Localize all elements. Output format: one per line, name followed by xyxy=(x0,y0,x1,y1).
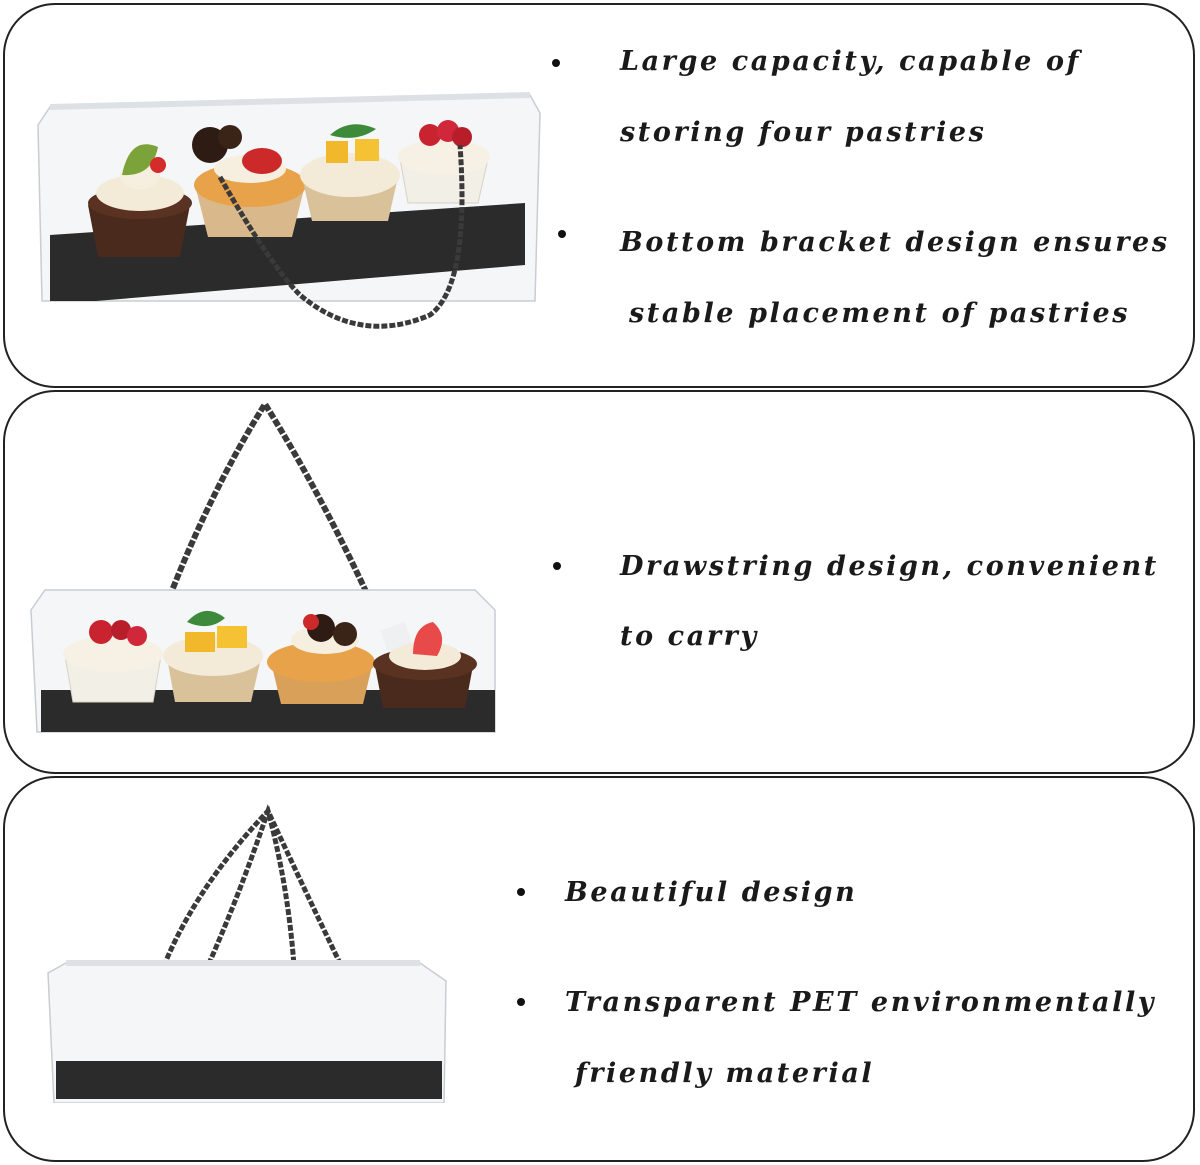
bullet-dot-icon xyxy=(558,230,566,238)
feature-text-line: stable placement of pastries xyxy=(629,298,1131,329)
empty-clear-box-with-handles-icon xyxy=(47,804,447,1103)
bullet-dot-icon xyxy=(552,59,560,67)
bullet-dot-icon xyxy=(553,562,561,570)
feature-text-line: Transparent PET environmentally xyxy=(565,987,1157,1018)
feature-text-line: Beautiful design xyxy=(565,877,858,908)
feature-panel-material: Beautiful design Transparent PET environ… xyxy=(3,776,1195,1162)
bullet-dot-icon xyxy=(517,888,525,896)
bullet-dot-icon xyxy=(517,998,525,1006)
feature-panel-drawstring: Drawstring design, convenient to carry xyxy=(3,390,1195,774)
feature-text-line: friendly material xyxy=(575,1058,875,1089)
carried-cupcake-box-icon xyxy=(30,400,496,733)
feature-panel-capacity: Large capacity, capable of storing four … xyxy=(3,3,1195,388)
feature-text-line: Large capacity, capable of xyxy=(620,46,1081,77)
feature-text-line: Bottom bracket design ensures xyxy=(620,227,1170,258)
feature-text-line: Drawstring design, convenient xyxy=(620,551,1159,582)
four-cupcake-box-with-handle-icon xyxy=(37,92,541,329)
feature-text-line: to carry xyxy=(620,621,759,652)
feature-text-line: storing four pastries xyxy=(620,117,987,148)
